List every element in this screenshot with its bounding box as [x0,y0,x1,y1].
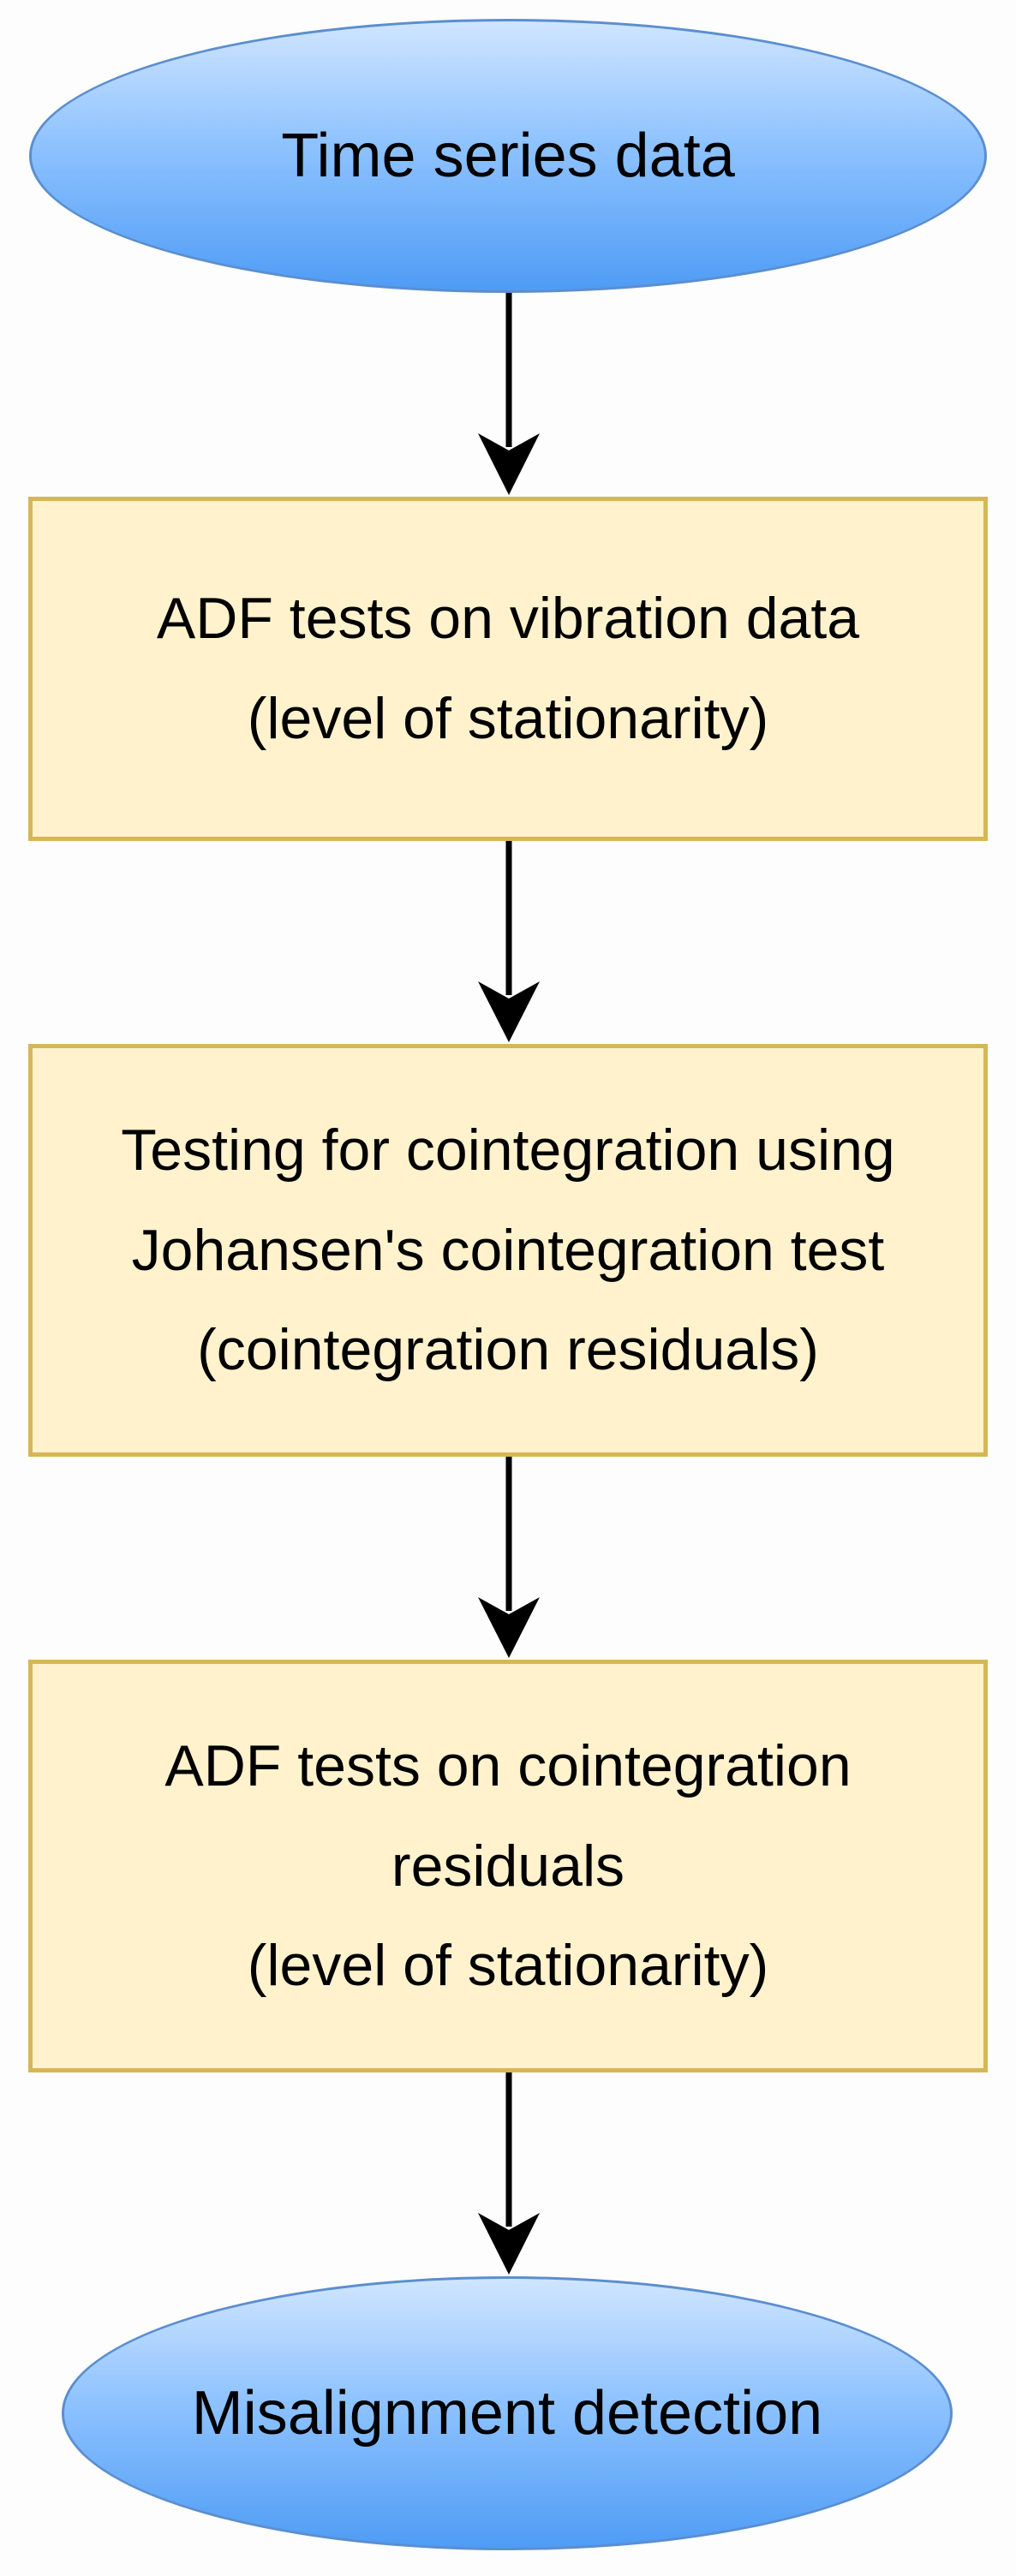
process-step-adf-residuals: ADF tests on cointegration residuals (le… [28,1660,988,2072]
process-step-adf-vibration: ADF tests on vibration data (level of st… [28,497,988,841]
arrow-step-1-to-step-2 [478,841,540,1042]
start-node-time-series-data: Time series data [29,19,987,293]
end-node-misalignment-detection: Misalignment detection [62,2276,953,2550]
process-step-1-label: ADF tests on vibration data (level of st… [156,586,860,751]
end-node-label: Misalignment detection [191,2379,823,2448]
arrow-step-3-to-end [478,2072,540,2275]
process-step-2-label: Testing for cointegration using Johansen… [121,1117,895,1383]
process-step-johansen-cointegration: Testing for cointegration using Johansen… [28,1044,988,1457]
start-node-label: Time series data [281,122,735,190]
arrow-start-to-step-1 [478,293,540,495]
process-step-3-label: ADF tests on cointegration residuals (le… [164,1732,852,1999]
arrow-step-2-to-step-3 [478,1457,540,1658]
